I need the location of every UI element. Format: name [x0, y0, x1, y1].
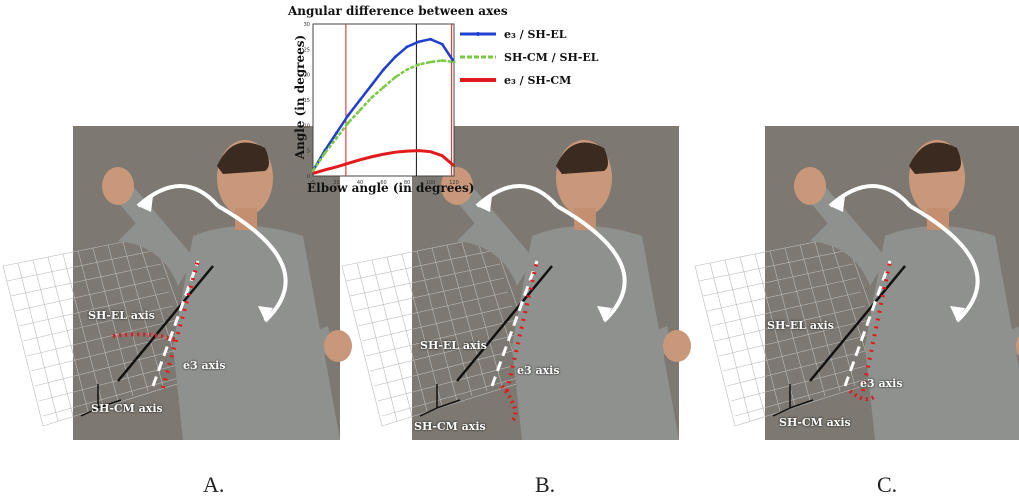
- arm-scene-c: [694, 140, 1019, 440]
- arm-scene-b: [341, 140, 691, 440]
- data-point: [393, 75, 397, 79]
- motion-arrow: [136, 184, 220, 208]
- motion-arrow: [475, 184, 559, 208]
- y-tick-label: 20: [304, 73, 310, 79]
- data-point: [417, 63, 421, 66]
- data-point: [311, 169, 315, 173]
- figure-panel-c: SH-EL axis e3 axis SH-CM axis: [694, 126, 1019, 440]
- data-point: [335, 136, 338, 140]
- x-tick-label: 40: [357, 180, 363, 186]
- torso: [173, 140, 340, 440]
- data-point: [440, 42, 444, 46]
- series-line: [312, 149, 455, 175]
- y-axis-label: Angle (in degrees): [293, 34, 308, 160]
- sh-cm-axis-label: SH-CM axis: [779, 416, 851, 429]
- legend-label: SH-CM / SH-EL: [504, 50, 599, 64]
- legend-label: e₃ / SH-CM: [504, 73, 572, 87]
- e3-axis-line: [161, 260, 200, 389]
- sh-el-axis-label: SH-EL axis: [420, 339, 487, 352]
- frame-axes: [419, 384, 461, 417]
- x-tick-label: 60: [380, 180, 386, 186]
- caption-a: A.: [203, 472, 225, 497]
- raised-arm: [102, 167, 193, 286]
- x-tick-label: 0: [311, 180, 314, 186]
- sh-el-axis-label: SH-EL axis: [767, 319, 834, 332]
- sh-cm-axis-line: [490, 260, 539, 387]
- data-point: [358, 98, 362, 102]
- data-point: [335, 131, 338, 135]
- y-tick-label: 5: [307, 149, 310, 155]
- data-point: [452, 60, 456, 64]
- legend-item-e3-sh-cm: e₃ / SH-CM: [460, 72, 571, 88]
- figure-panel-a: SH-EL axis e3 axis SH-CM axis: [2, 126, 352, 440]
- angle-chart: Angular difference between axes 0 20 40 60 8…: [282, 0, 627, 200]
- e3-trajectory: [500, 384, 518, 423]
- sh-cm-axis-line: [843, 260, 892, 387]
- lowered-arm: [183, 266, 352, 391]
- sh-el-axis-line: [117, 265, 214, 382]
- frame-axes: [772, 384, 814, 417]
- x-axis-label: Elbow angle (in degrees): [307, 181, 475, 195]
- sh-el-axis-line: [456, 265, 553, 382]
- legend-swatch-blue: [460, 32, 496, 36]
- motion-arrow: [828, 184, 912, 208]
- arm-scene-a: [2, 140, 352, 440]
- x-tick-label: 120: [449, 180, 459, 186]
- chart-plot: 0 20 40 60 80 100 120 0 5 10 15 20 25 30: [304, 22, 459, 186]
- y-tick-label: 30: [304, 22, 310, 28]
- e3-axis-label: e3 axis: [517, 364, 560, 377]
- y-tick-label: 0: [307, 174, 310, 180]
- x-tick-label: 80: [404, 180, 410, 186]
- data-point: [417, 40, 421, 44]
- data-point: [429, 60, 432, 64]
- torso: [865, 140, 1019, 440]
- sh-cm-axis-line: [151, 260, 200, 387]
- x-tick-label: 20: [333, 180, 339, 186]
- e3-trajectory: [112, 332, 179, 343]
- figure-panel-b: SH-EL axis e3 axis SH-CM axis: [341, 126, 691, 440]
- raised-arm: [794, 167, 885, 286]
- data-point: [405, 68, 409, 71]
- torso: [512, 140, 679, 440]
- caption-b: B.: [535, 472, 556, 497]
- data-point: [429, 37, 432, 41]
- sh-el-axis-label: SH-EL axis: [88, 309, 155, 322]
- chart-title: Angular difference between axes: [288, 4, 508, 18]
- data-point: [370, 83, 374, 87]
- data-point: [358, 108, 362, 112]
- data-point: [393, 55, 397, 59]
- sh-cm-axis-label: SH-CM axis: [414, 420, 486, 433]
- data-point: [370, 96, 374, 99]
- legend-swatch-red: [460, 78, 496, 82]
- frame-axes: [80, 384, 122, 417]
- y-tick-label: 15: [304, 98, 310, 104]
- lowered-arm: [875, 266, 1019, 391]
- x-tick-label: 100: [426, 180, 436, 186]
- legend-label: e₃ / SH-EL: [504, 27, 567, 41]
- legend-item-e3-sh-el: e₃ / SH-EL: [460, 26, 567, 42]
- data-point: [346, 113, 350, 117]
- sh-el-axis-line: [809, 265, 906, 382]
- y-tick-label: 25: [304, 47, 310, 53]
- caption-c: C.: [877, 472, 898, 497]
- y-tick-label: 10: [304, 123, 310, 129]
- legend-item-sh-cm-sh-el: SH-CM / SH-EL: [460, 49, 599, 65]
- data-point: [440, 59, 444, 62]
- data-point: [323, 151, 327, 155]
- data-point: [405, 45, 409, 49]
- data-point: [382, 85, 385, 89]
- e3-axis-label: e3 axis: [183, 359, 226, 372]
- data-point: [382, 68, 385, 71]
- data-point: [346, 121, 350, 125]
- e3-axis-label: e3 axis: [860, 377, 903, 390]
- lowered-arm: [522, 266, 691, 391]
- sh-cm-axis-label: SH-CM axis: [91, 402, 163, 415]
- e3-trajectory: [848, 389, 877, 402]
- legend-swatch-green: [460, 55, 496, 59]
